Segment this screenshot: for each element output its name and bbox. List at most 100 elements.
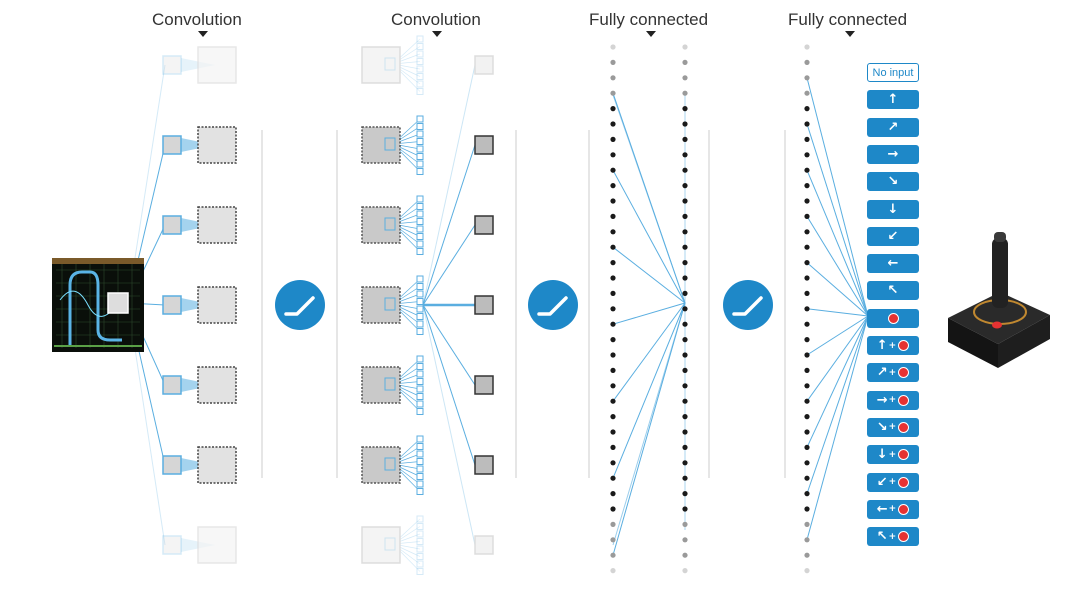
connection-line — [422, 144, 476, 306]
connection-line — [422, 64, 476, 306]
fc1-neuron-column — [610, 44, 616, 574]
action-button: → — [867, 144, 919, 164]
filter-unit — [416, 218, 424, 225]
neuron — [610, 506, 616, 512]
filter-unit — [416, 80, 424, 88]
filter-patch — [162, 295, 182, 315]
neuron — [682, 568, 688, 574]
fire-button-icon — [898, 503, 910, 515]
filter-patch — [162, 135, 182, 155]
neuron — [804, 136, 810, 142]
neuron — [682, 537, 688, 543]
neuron — [610, 136, 616, 142]
connection-line — [612, 302, 686, 479]
filter-unit — [416, 275, 424, 283]
relu-icon — [528, 280, 578, 330]
neuron — [682, 290, 688, 296]
action-button: ↘+ — [867, 417, 919, 437]
feature-map-unit — [474, 135, 494, 155]
neuron — [682, 414, 688, 420]
connection-line — [806, 77, 869, 317]
connection-line — [806, 315, 869, 448]
filter-patch — [162, 455, 182, 475]
feature-map — [361, 46, 401, 84]
plus-icon: + — [888, 504, 897, 515]
neuron — [804, 75, 810, 81]
neuron — [804, 444, 810, 450]
feature-map — [361, 206, 401, 244]
neuron — [804, 44, 810, 50]
plus-icon: + — [888, 531, 897, 542]
neuron — [610, 429, 616, 435]
neuron — [804, 414, 810, 420]
feature-map-unit — [474, 455, 494, 475]
neuron — [610, 306, 616, 312]
neuron — [682, 75, 688, 81]
action-button: ↗+ — [867, 363, 919, 383]
neuron — [610, 460, 616, 466]
neuron — [682, 352, 688, 358]
action-button: ←+ — [867, 499, 919, 519]
feature-map-unit — [474, 535, 494, 555]
arrow-icon: ↘ — [876, 419, 888, 435]
arrow-icon: ↙ — [887, 228, 899, 244]
feature-map — [361, 286, 401, 324]
feature-map — [361, 446, 401, 484]
neuron — [682, 506, 688, 512]
action-button: ↙ — [867, 226, 919, 246]
neuron — [682, 213, 688, 219]
neuron — [682, 444, 688, 450]
no-input-action: No input — [867, 63, 919, 82]
connection-line — [806, 262, 869, 317]
connection-line — [422, 304, 476, 546]
filter-patch — [162, 535, 182, 555]
filter-patch — [384, 537, 396, 551]
filter-unit — [416, 465, 424, 473]
caret-down-icon — [432, 31, 442, 37]
action-button: ↑+ — [867, 336, 919, 355]
neuron — [804, 229, 810, 235]
arrow-icon: ↖ — [876, 529, 888, 545]
filter-unit — [416, 515, 424, 523]
connection-line — [422, 304, 476, 386]
neuron — [610, 44, 616, 50]
filter-unit — [416, 553, 424, 560]
filter-unit — [416, 530, 424, 538]
filter-unit — [416, 545, 424, 553]
fire-button-icon — [898, 449, 910, 461]
connection-line — [422, 224, 476, 306]
neuron — [804, 491, 810, 497]
filter-unit — [416, 298, 424, 305]
filter-unit — [416, 248, 424, 255]
connection-line — [612, 94, 686, 304]
feature-map-unit — [474, 295, 494, 315]
caret-down-icon — [845, 31, 855, 37]
neuron — [682, 183, 688, 189]
fire-button-icon — [887, 312, 899, 324]
neuron — [804, 367, 810, 373]
feature-map — [361, 126, 401, 164]
plus-icon: + — [888, 477, 897, 487]
arrow-icon: ↗ — [887, 119, 899, 135]
neuron — [610, 167, 616, 173]
arrow-icon: ↗ — [876, 365, 888, 381]
neuron — [610, 491, 616, 497]
neuron — [804, 260, 810, 266]
action-label: No input — [872, 66, 914, 79]
filter-unit — [416, 50, 424, 58]
action-button: ↓ — [867, 199, 919, 219]
feature-map-unit — [474, 375, 494, 395]
neuron — [610, 414, 616, 420]
neuron — [804, 106, 810, 112]
neuron — [610, 475, 616, 481]
relu-icon — [723, 280, 773, 330]
neuron — [804, 167, 810, 173]
neuron — [804, 475, 810, 481]
arrow-icon: ← — [887, 256, 899, 272]
filter-unit — [416, 480, 424, 488]
filter-patch — [384, 377, 396, 391]
neuron — [610, 213, 616, 219]
arrow-icon: ↘ — [887, 174, 899, 190]
neuron — [610, 121, 616, 127]
